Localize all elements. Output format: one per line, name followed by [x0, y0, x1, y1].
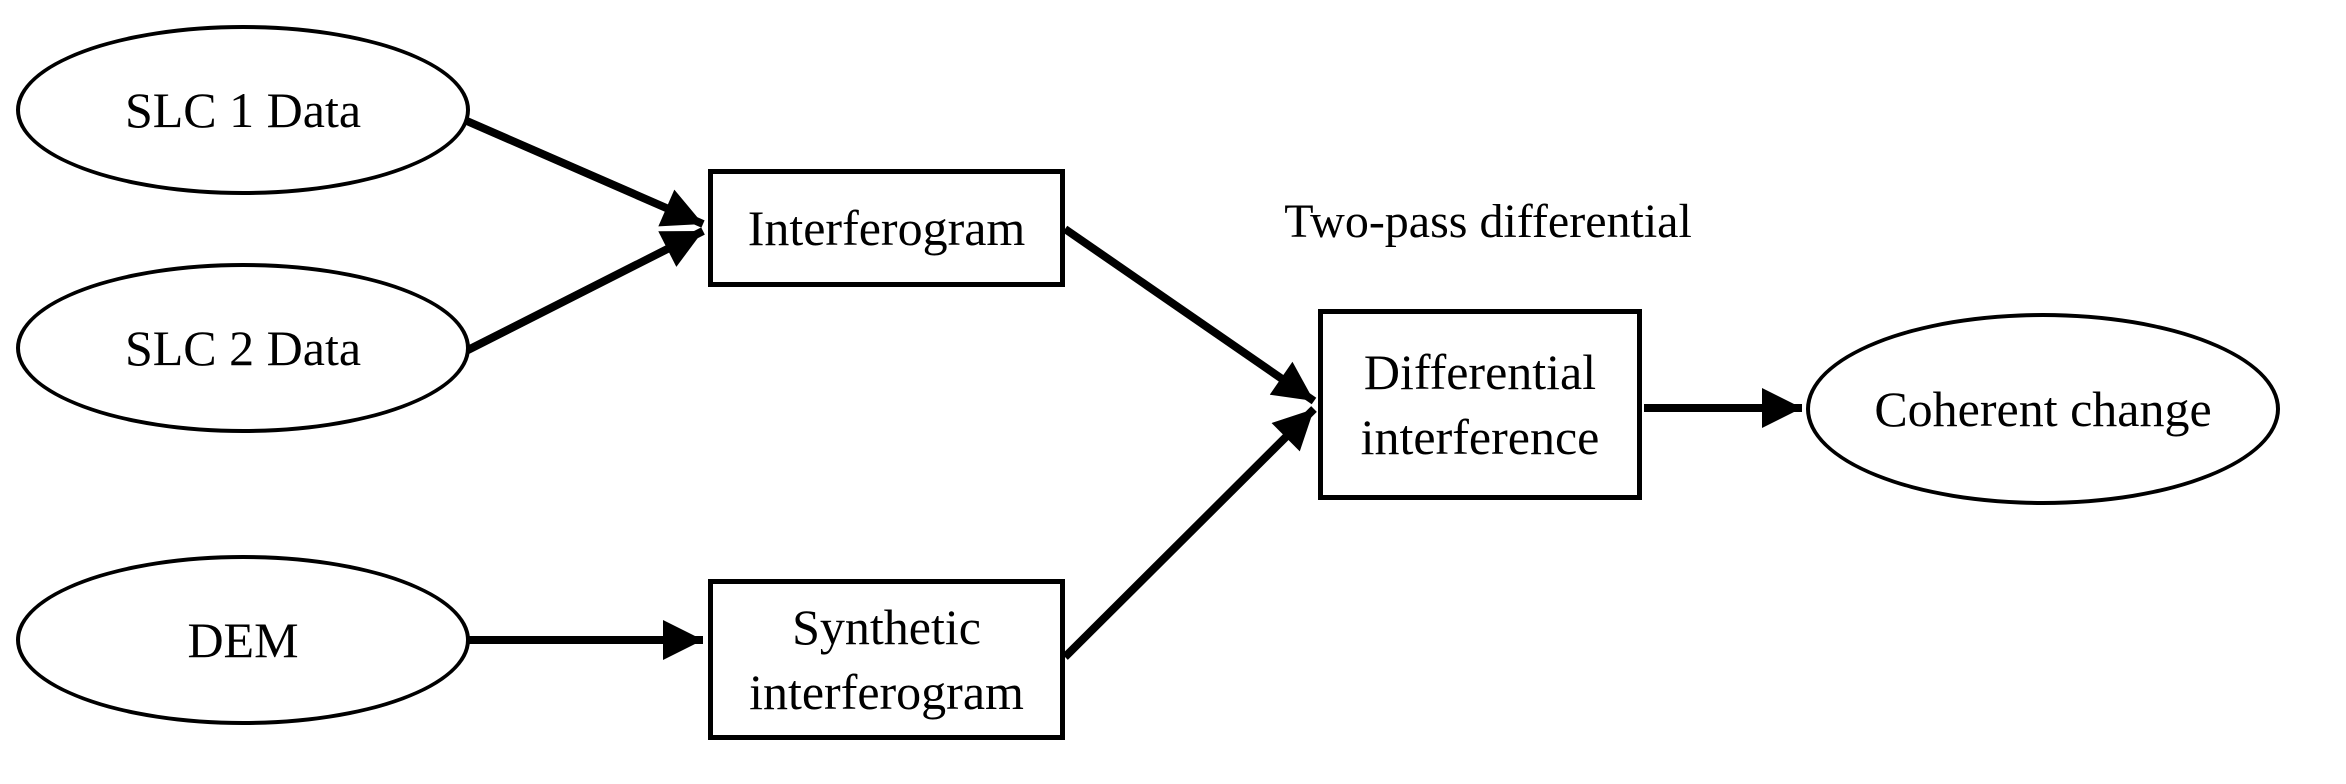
edge-slc2-data-to-interferogram-arrow — [460, 227, 705, 357]
node-dem: DEM — [16, 555, 470, 725]
edge-slc1-data-to-interferogram-arrow — [458, 114, 705, 228]
edge-synthetic-interferogram-to-differential-interference-arrow — [1062, 406, 1317, 660]
node-slc2-data-label: SLC 2 Data — [124, 319, 362, 376]
edge-interferogram-to-differential-interference-arrow — [1062, 225, 1317, 405]
node-slc1-data: SLC 1 Data — [16, 25, 470, 195]
node-slc1-data-label: SLC 1 Data — [124, 81, 362, 138]
node-differential-interference-label: Differential interference — [1360, 343, 1600, 465]
node-synthetic-interferogram: Synthetic interferogram — [708, 579, 1065, 740]
node-coherent-change: Coherent change — [1806, 313, 2280, 505]
node-synthetic-interferogram-label: Synthetic interferogram — [749, 598, 1024, 720]
node-coherent-change-label: Coherent change — [1874, 380, 2212, 437]
node-dem-label: DEM — [187, 611, 299, 668]
node-interferogram: Interferogram — [708, 169, 1065, 287]
node-interferogram-label: Interferogram — [747, 199, 1026, 256]
two-pass-differential-label: Two-pass differential — [1284, 195, 1692, 248]
node-differential-interference: Differential interference — [1318, 309, 1642, 500]
node-slc2-data: SLC 2 Data — [16, 263, 470, 433]
